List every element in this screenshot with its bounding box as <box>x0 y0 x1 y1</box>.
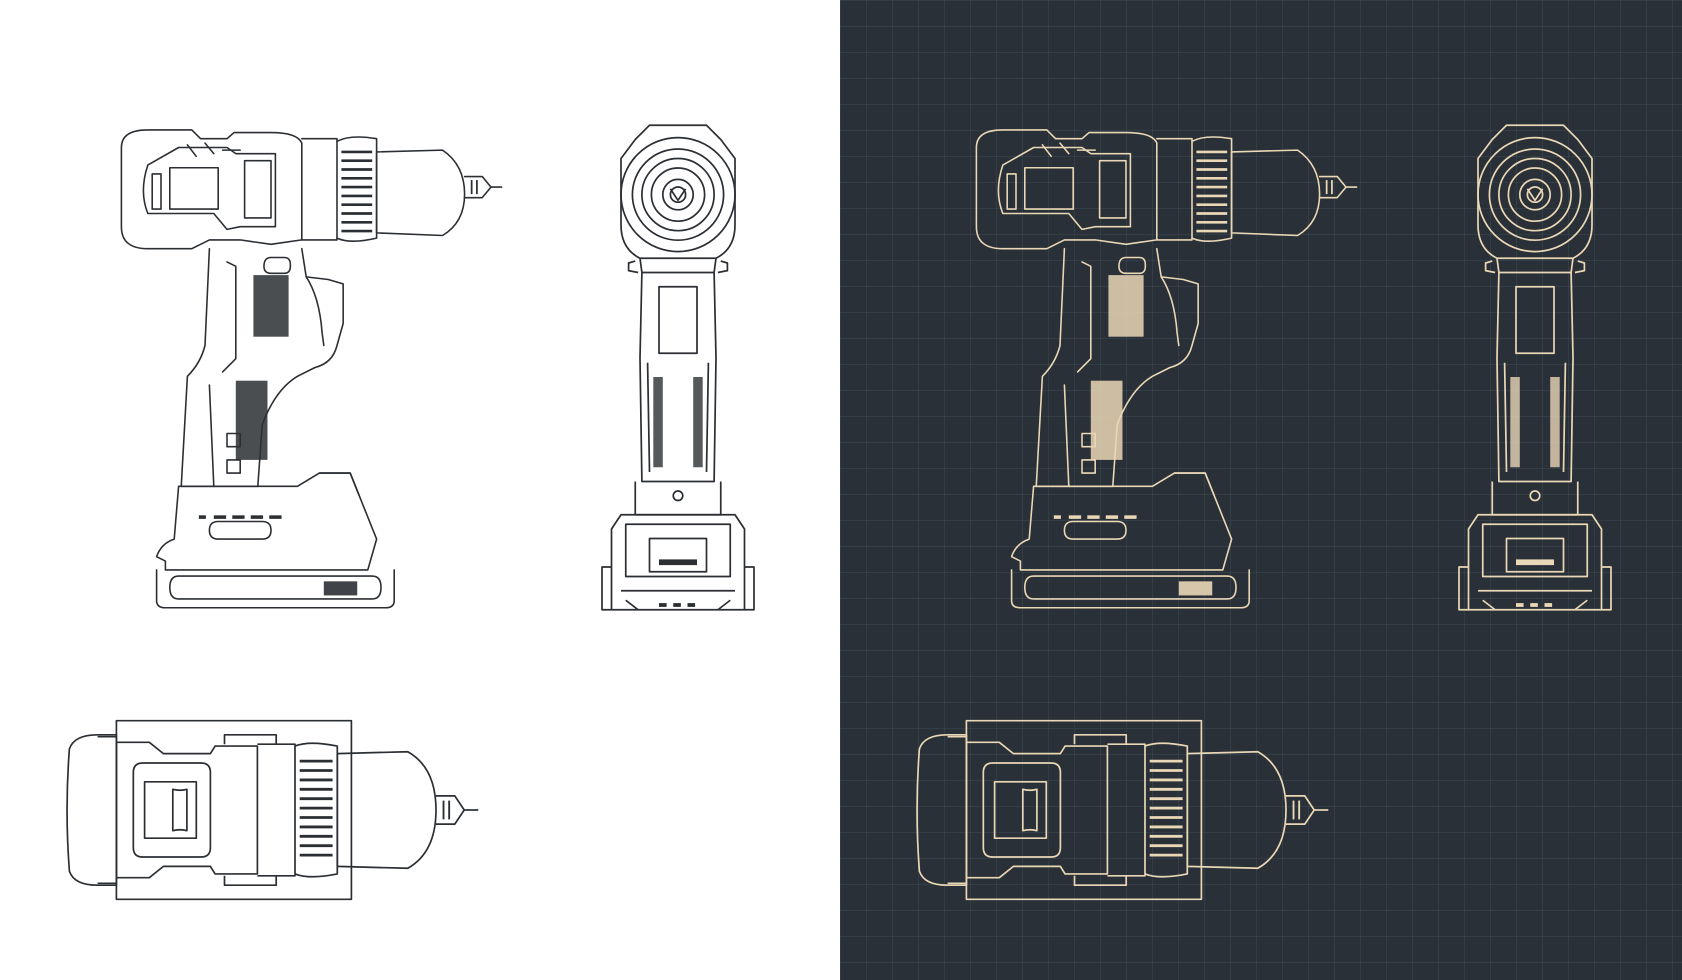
blueprint-grid-background <box>840 0 1682 980</box>
top-view-drawing-dark <box>915 719 1330 901</box>
side-view-drawing-light <box>119 128 504 610</box>
dark-blueprint-panel <box>840 0 1682 980</box>
side-view-drawing-dark <box>974 128 1359 610</box>
light-blueprint-panel <box>0 0 840 980</box>
front-view-drawing-dark <box>1458 124 1612 611</box>
top-view-drawing-light <box>65 719 480 901</box>
front-view-drawing-light <box>601 124 755 611</box>
